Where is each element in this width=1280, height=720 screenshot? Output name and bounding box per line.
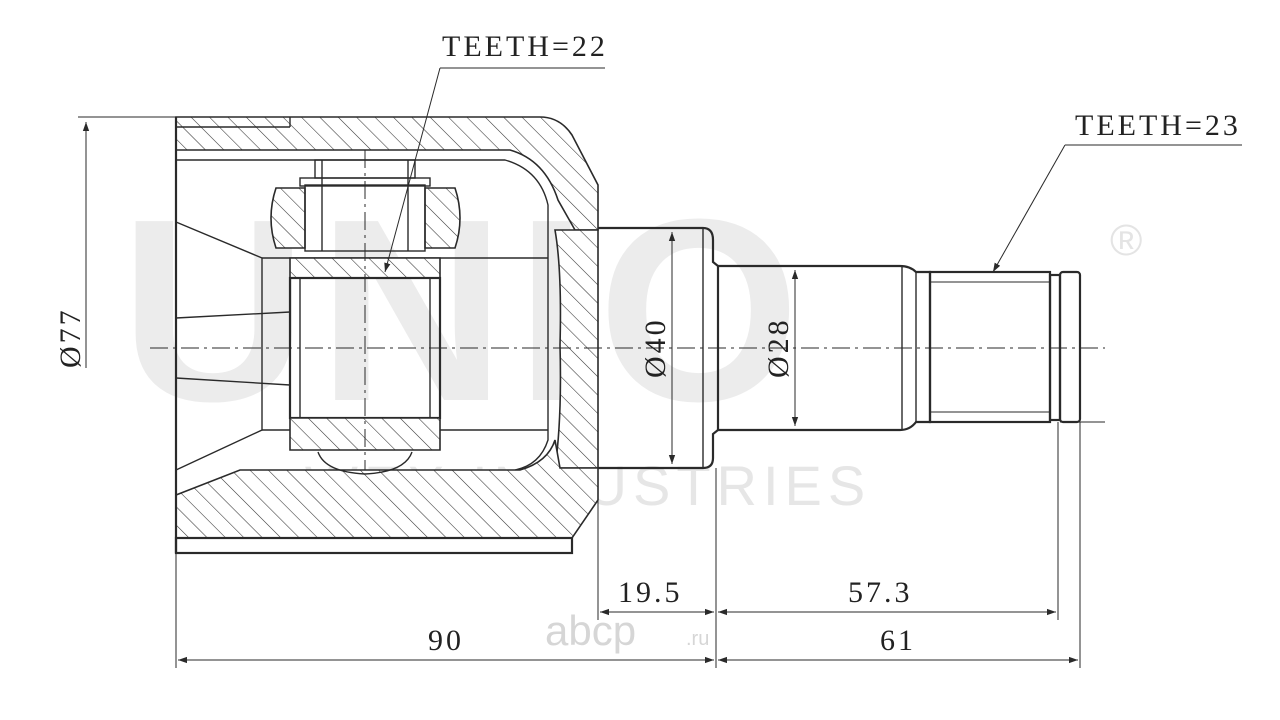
dim-housing-length: 90 [428,624,464,657]
outer-housing [174,116,599,555]
housing-base-flange [174,536,574,555]
watermark-registered: ® [1110,216,1142,265]
dim-outer-diameter: Ø77 [54,307,87,368]
shaft-spline [928,270,1052,424]
dimension-lines: Ø77 Ø40 Ø28 19.5 57.3 90 61 [54,116,1105,668]
dim-neck-length: 19.5 [618,576,683,609]
watermark-site-name: abcp [545,607,636,654]
dim-neck-diameter: Ø40 [639,317,672,378]
teeth-right-label: TEETH=23 [1075,109,1241,142]
roller-upper-left [270,187,306,249]
teeth-labels: TEETH=22 TEETH=23 [384,30,1242,273]
roller-upper-right [424,187,461,249]
housing-end-wall [554,229,599,469]
dim-total-stub-length: 61 [880,624,916,657]
roller-lower [317,451,413,475]
teeth-left-label: TEETH=22 [442,30,608,63]
watermark-brand: UNIO [120,166,810,456]
dim-shaft-diameter: Ø28 [762,317,795,378]
dim-shaft-length: 57.3 [848,576,913,609]
watermark-site-tld: .ru [686,628,709,650]
shaft-end [1058,270,1082,424]
